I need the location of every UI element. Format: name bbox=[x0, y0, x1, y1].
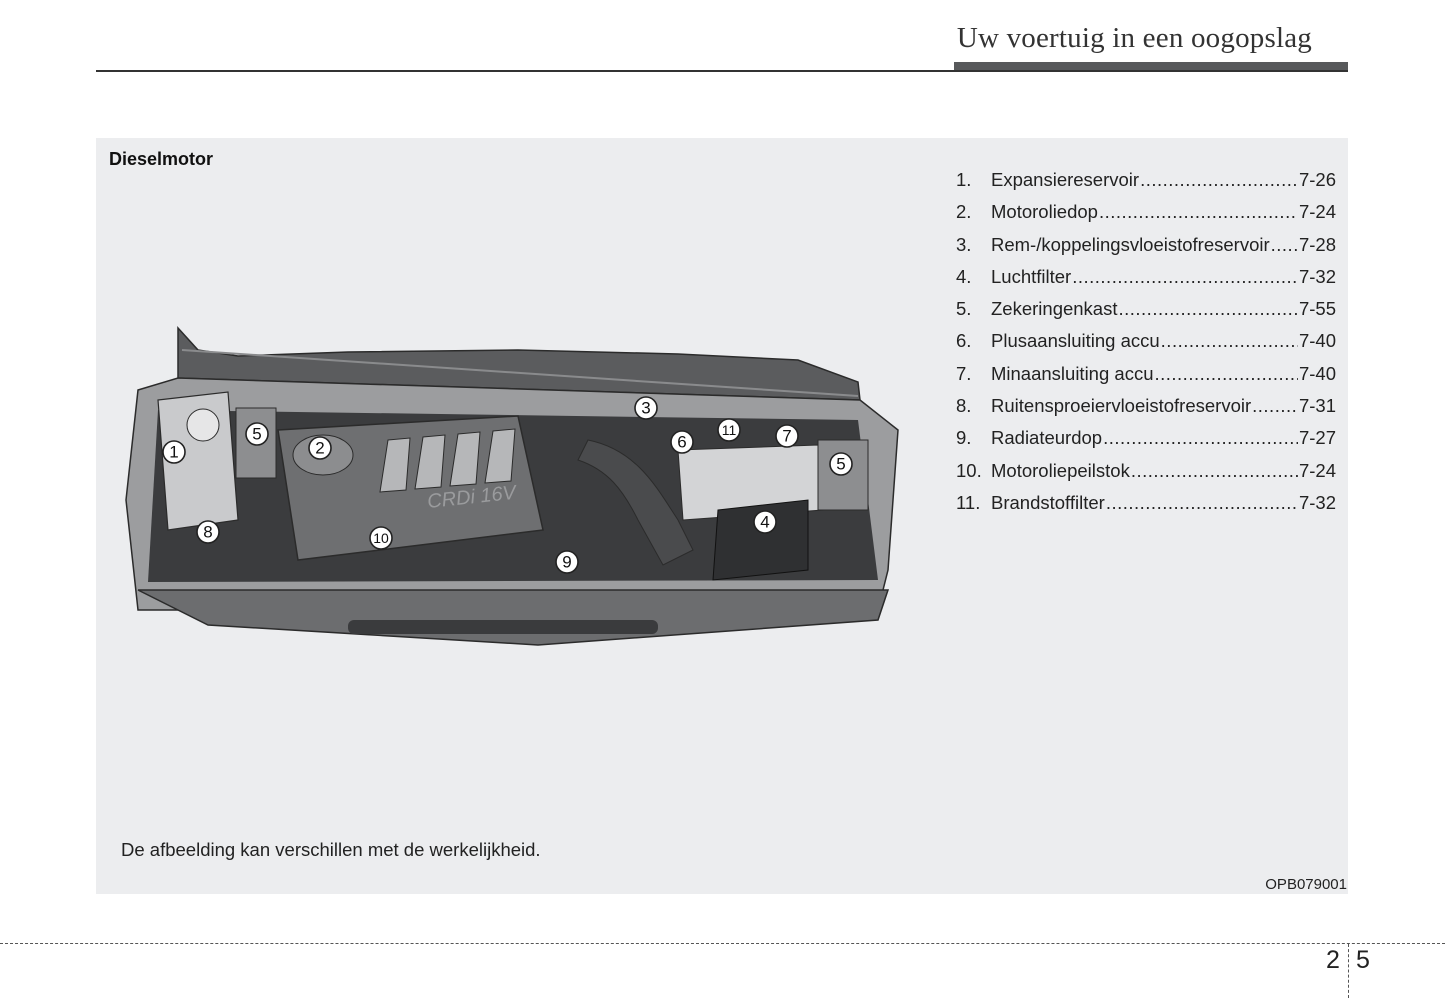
legend-item-page: 7-24 bbox=[1298, 201, 1336, 223]
legend-item: 9. Radiateurdop 7-27 bbox=[956, 427, 1336, 459]
legend-item: 8. Ruitensproeiervloeistofreservoir 7-31 bbox=[956, 395, 1336, 427]
legend-item-page: 7-31 bbox=[1298, 395, 1336, 417]
legend-leader-dots bbox=[1072, 266, 1298, 288]
svg-text:6: 6 bbox=[677, 433, 686, 452]
legend-item-page: 7-55 bbox=[1298, 298, 1336, 320]
callout-11: 11 bbox=[717, 418, 741, 442]
callout-5b: 5 bbox=[829, 452, 853, 476]
legend-item-page: 7-32 bbox=[1298, 491, 1336, 513]
legend-leader-dots bbox=[1252, 395, 1298, 417]
legend-item-label: Brandstoffilter bbox=[991, 491, 1105, 513]
legend-leader-dots bbox=[1103, 427, 1298, 449]
legend-item-page: 7-40 bbox=[1298, 330, 1336, 352]
page-number-separator bbox=[1348, 944, 1349, 998]
legend-item-page: 7-28 bbox=[1298, 233, 1336, 255]
legend-item-number: 3. bbox=[956, 233, 972, 255]
legend-leader-dots bbox=[1271, 234, 1298, 256]
legend-item: 6. Plusaansluiting accu 7-40 bbox=[956, 330, 1336, 362]
legend-item-label: Expansiereservoir bbox=[991, 169, 1140, 190]
legend-item-page: 7-26 bbox=[1298, 169, 1336, 190]
legend-item-page: 7-40 bbox=[1298, 362, 1336, 384]
svg-text:11: 11 bbox=[722, 422, 737, 438]
header-rule bbox=[96, 70, 1348, 72]
legend-item-number: 5. bbox=[956, 298, 972, 320]
svg-text:1: 1 bbox=[169, 443, 178, 462]
image-code: OPB079001 bbox=[1265, 876, 1347, 893]
svg-text:3: 3 bbox=[641, 399, 650, 418]
callout-6: 6 bbox=[670, 430, 694, 454]
legend-item-number: 8. bbox=[956, 395, 972, 417]
svg-text:5: 5 bbox=[252, 425, 261, 444]
legend-item-number: 1. bbox=[956, 169, 972, 190]
legend-item-page: 7-27 bbox=[1298, 427, 1336, 449]
svg-text:4: 4 bbox=[760, 513, 769, 532]
callout-10: 10 bbox=[369, 526, 393, 550]
legend-item-label: Minaansluiting accu bbox=[991, 362, 1154, 384]
legend-leader-dots bbox=[1131, 460, 1298, 482]
legend-leader-dots bbox=[1140, 169, 1298, 191]
callout-8: 8 bbox=[196, 520, 220, 544]
legend-item-label: Zekeringenkast bbox=[991, 298, 1118, 320]
svg-text:8: 8 bbox=[203, 523, 212, 542]
callout-9: 9 bbox=[555, 550, 579, 574]
page-header-title: Uw voertuig in een oogopslag bbox=[956, 22, 1312, 54]
legend-item-label: Motoroliepeilstok bbox=[991, 459, 1130, 481]
legend-item-number: 4. bbox=[956, 265, 972, 287]
legend-item-number: 7. bbox=[956, 362, 972, 384]
legend-leader-dots bbox=[1106, 492, 1298, 514]
legend-item-number: 2. bbox=[956, 201, 972, 223]
section-title: Dieselmotor bbox=[109, 149, 214, 169]
legend-item-label: Luchtfilter bbox=[991, 265, 1072, 287]
legend-item-label: Motoroliedop bbox=[991, 201, 1098, 223]
legend-leader-dots bbox=[1099, 201, 1298, 223]
callout-5a: 5 bbox=[245, 422, 269, 446]
legend-leader-dots bbox=[1161, 330, 1298, 352]
legend-item-number: 9. bbox=[956, 427, 972, 449]
legend-item: 5. Zekeringenkast 7-55 bbox=[956, 298, 1336, 330]
footer-dashed-rule bbox=[0, 943, 1445, 944]
legend-item: 1. Expansiereservoir 7-26 bbox=[956, 169, 1336, 201]
legend-item-number: 10. bbox=[956, 459, 982, 481]
callout-3: 3 bbox=[634, 396, 658, 420]
page-chapter-number: 2 bbox=[1326, 946, 1340, 974]
legend-leader-dots bbox=[1154, 363, 1297, 385]
svg-text:9: 9 bbox=[562, 553, 571, 572]
legend-item: 7. Minaansluiting accu 7-40 bbox=[956, 363, 1336, 395]
legend-item-page: 7-24 bbox=[1298, 459, 1336, 481]
callout-1: 1 bbox=[162, 440, 186, 464]
callout-7: 7 bbox=[775, 424, 799, 448]
svg-text:5: 5 bbox=[836, 455, 845, 474]
legend-item-label: Rem-/koppelingsvloeistofreservoir bbox=[991, 233, 1270, 255]
legend-item-number: 11. bbox=[956, 491, 981, 513]
legend-item-page: 7-32 bbox=[1298, 265, 1336, 287]
callout-2: 2 bbox=[308, 436, 332, 460]
header-accent-bar bbox=[954, 62, 1348, 72]
legend-item: 10. Motoroliepeilstok 7-24 bbox=[956, 460, 1336, 492]
legend-item: 11. Brandstoffilter 7-32 bbox=[956, 492, 1336, 524]
svg-text:10: 10 bbox=[373, 530, 389, 546]
legend-item: 2. Motoroliedop 7-24 bbox=[956, 201, 1336, 233]
engine-bay-illustration: CRDi 16V 1 2 3 4 5 5 6 7 8 9 10 11 bbox=[125, 326, 899, 646]
legend-item-label: Ruitensproeiervloeistofreservoir bbox=[991, 395, 1252, 417]
component-legend: 1. Expansiereservoir 7-26 2. Motoroliedop 7-2… bbox=[956, 169, 1336, 524]
legend-item-label: Radiateurdop bbox=[991, 427, 1103, 449]
svg-text:7: 7 bbox=[782, 427, 791, 446]
legend-item: 3. Rem-/koppelingsvloeistofreservoir 7-28 bbox=[956, 234, 1336, 266]
page-number: 5 bbox=[1356, 946, 1370, 974]
illustration-disclaimer: De afbeelding kan verschillen met de wer… bbox=[121, 839, 541, 860]
legend-item: 4. Luchtfilter 7-32 bbox=[956, 266, 1336, 298]
legend-leader-dots bbox=[1118, 298, 1297, 320]
legend-item-number: 6. bbox=[956, 330, 972, 352]
svg-text:2: 2 bbox=[315, 439, 324, 458]
callout-4: 4 bbox=[753, 510, 777, 534]
legend-item-label: Plusaansluiting accu bbox=[991, 330, 1160, 352]
